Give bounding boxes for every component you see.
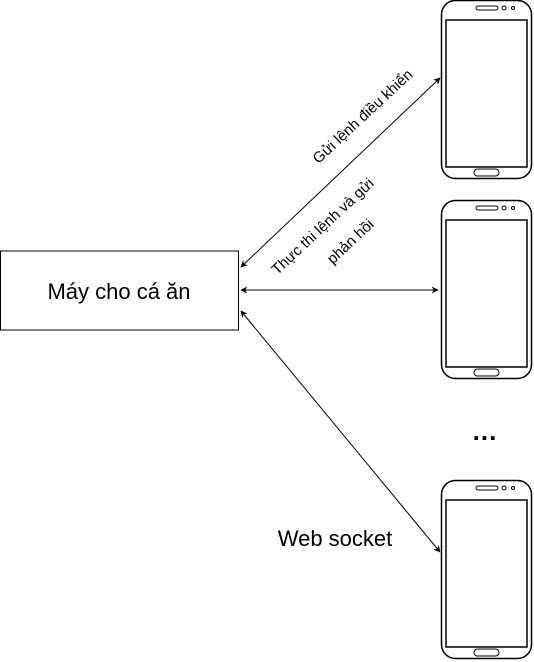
phone-speaker — [475, 485, 499, 491]
phone-screen — [445, 499, 528, 648]
phone-1 — [440, 0, 533, 180]
send-command-label: Gửi lệnh điều khiển — [310, 66, 417, 167]
phone-2 — [440, 199, 533, 380]
phone-screen — [445, 219, 528, 368]
feeder-box — [0, 250, 239, 331]
phone-home-button — [473, 168, 500, 177]
phone-sensor — [511, 206, 515, 210]
phone-camera — [501, 205, 507, 211]
web-socket-label: Web socket — [278, 526, 393, 551]
more-devices-ellipsis: ... — [473, 416, 498, 446]
feeder-node: Máy cho cá ăn — [0, 250, 239, 331]
phone-home-button — [473, 368, 500, 377]
phone-sensor — [511, 486, 515, 490]
arrow-feeder-phone-3 — [240, 310, 441, 553]
phone-3 — [440, 479, 533, 660]
execute-label: Thực thi lệnh và gửi phản hồi — [268, 175, 377, 278]
phone-speaker — [475, 205, 499, 211]
phone-home-button — [473, 648, 500, 657]
phone-screen — [445, 19, 528, 168]
phone-camera — [501, 485, 507, 491]
phone-camera — [501, 5, 507, 11]
phone-speaker — [475, 5, 499, 11]
arrow-feeder-phone-1 — [240, 77, 441, 268]
phone-sensor — [511, 6, 515, 10]
feeder-label: Máy cho cá ăn — [47, 279, 190, 304]
